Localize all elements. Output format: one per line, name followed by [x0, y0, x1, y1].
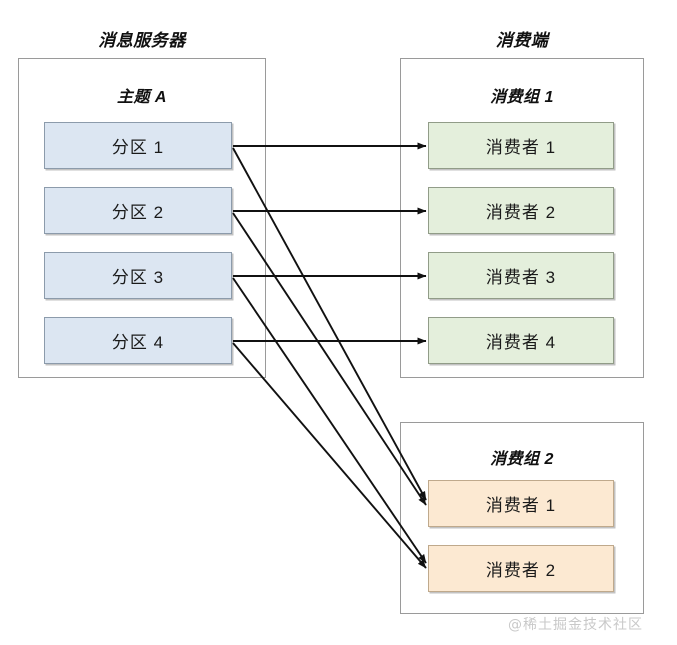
- broker-section-caption: 消息服务器: [98, 31, 186, 50]
- partition-box-3[interactable]: 分区 3: [44, 252, 232, 299]
- topic-title: 主题 A: [116, 89, 167, 106]
- consumer-label: 消费者 1: [485, 496, 557, 515]
- partition-label: 分区 3: [111, 268, 165, 287]
- partition-label: 分区 4: [111, 333, 165, 352]
- consumer-box-g1-2[interactable]: 消费者 2: [428, 187, 614, 234]
- consumer-section-caption: 消费端: [495, 31, 549, 50]
- watermark-text: @稀土掘金技术社区: [508, 617, 643, 633]
- partition-box-2[interactable]: 分区 2: [44, 187, 232, 234]
- consumer-group-2-title: 消费组 2: [490, 451, 554, 468]
- consumer-group-1-title: 消费组 1: [490, 89, 554, 106]
- consumer-box-g2-2[interactable]: 消费者 2: [428, 545, 614, 592]
- consumer-box-g1-1[interactable]: 消费者 1: [428, 122, 614, 169]
- partition-box-1[interactable]: 分区 1: [44, 122, 232, 169]
- partition-box-4[interactable]: 分区 4: [44, 317, 232, 364]
- partition-label: 分区 2: [111, 203, 165, 222]
- consumer-label: 消费者 4: [485, 333, 557, 352]
- partition-label: 分区 1: [111, 138, 165, 157]
- consumer-box-g2-1[interactable]: 消费者 1: [428, 480, 614, 527]
- consumer-label: 消费者 1: [485, 138, 557, 157]
- consumer-box-g1-3[interactable]: 消费者 3: [428, 252, 614, 299]
- consumer-label: 消费者 3: [485, 268, 557, 287]
- consumer-label: 消费者 2: [485, 203, 557, 222]
- consumer-label: 消费者 2: [485, 561, 557, 580]
- consumer-box-g1-4[interactable]: 消费者 4: [428, 317, 614, 364]
